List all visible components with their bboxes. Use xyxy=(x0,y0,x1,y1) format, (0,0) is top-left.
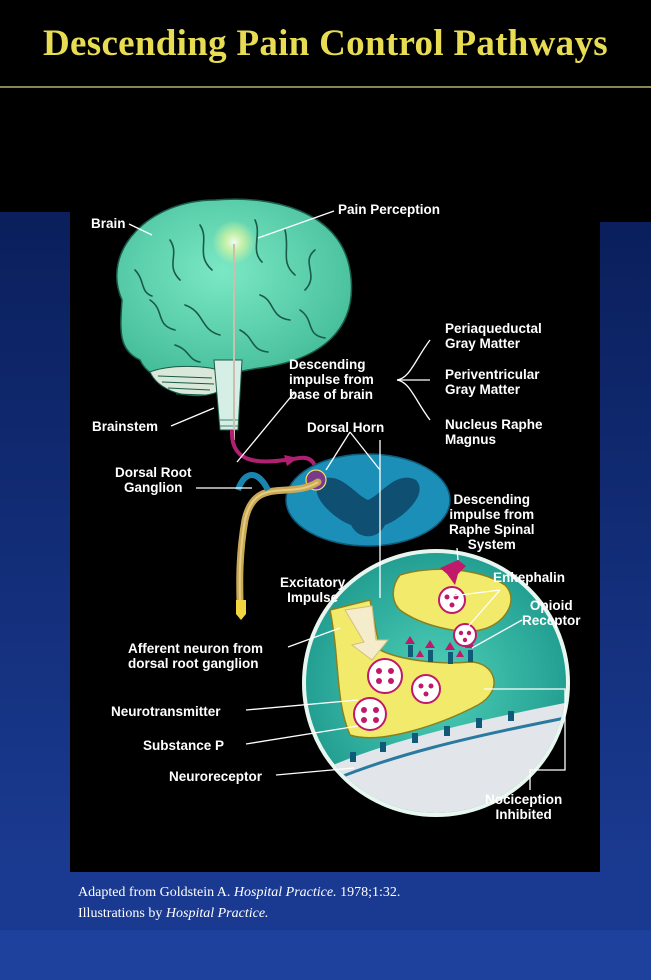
label-brainstem: Brainstem xyxy=(92,419,158,434)
label-pain-perception: Pain Perception xyxy=(338,202,440,217)
label-substance-p: Substance P xyxy=(143,738,224,753)
title-divider xyxy=(0,86,651,88)
label-neuroreceptor: Neuroreceptor xyxy=(169,769,262,784)
label-enkephalin: Enkephalin xyxy=(493,570,565,585)
credit-line-2: Illustrations by Hospital Practice. xyxy=(78,906,269,922)
label-descending-raphe: Descending impulse from Raphe Spinal Sys… xyxy=(449,492,535,552)
label-descending-base: Descending impulse from base of brain xyxy=(289,357,374,402)
label-dorsal-horn: Dorsal Horn xyxy=(307,420,384,435)
credit-line-1: Adapted from Goldstein A. Hospital Pract… xyxy=(78,885,400,901)
label-neurotransmitter: Neurotransmitter xyxy=(111,704,221,719)
spinal-cord-drawing xyxy=(286,454,450,546)
label-brain: Brain xyxy=(91,216,126,231)
right-blue-panel xyxy=(600,222,651,980)
page-title: Descending Pain Control Pathways xyxy=(0,22,651,65)
left-blue-panel xyxy=(0,212,70,980)
